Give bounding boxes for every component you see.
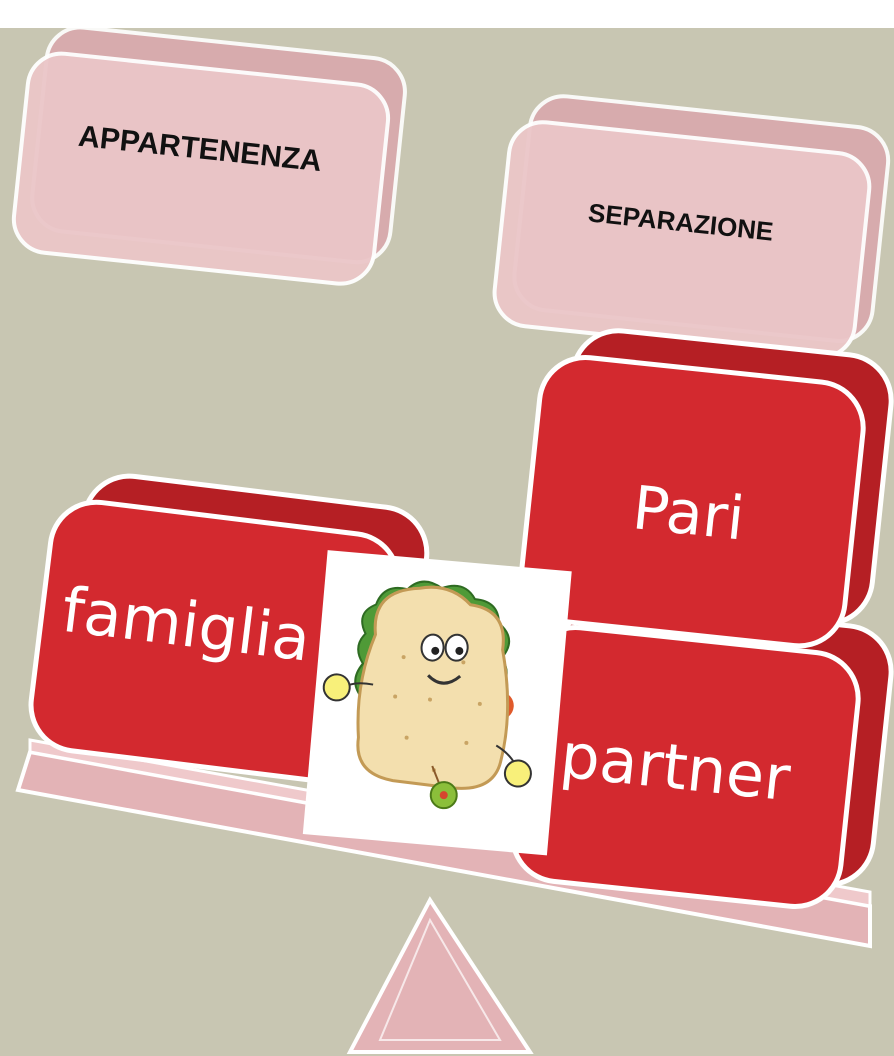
diagram-canvas: APPARTENENZA SEPARAZIONE famiglia xyxy=(0,28,894,1056)
sandwich-character-icon xyxy=(322,580,532,810)
balance-diagram: APPARTENENZA SEPARAZIONE famiglia xyxy=(11,28,894,1054)
separazione-block: SEPARAZIONE xyxy=(492,94,891,360)
sandwich-picture xyxy=(302,550,572,856)
seesaw-fulcrum xyxy=(346,896,534,1054)
pari-label: Pari xyxy=(629,473,747,554)
pari-block: Pari xyxy=(518,328,894,649)
appartenenza-block: APPARTENENZA xyxy=(11,28,407,286)
famiglia-block: famiglia xyxy=(28,473,430,786)
partner-block: partner xyxy=(509,598,894,909)
